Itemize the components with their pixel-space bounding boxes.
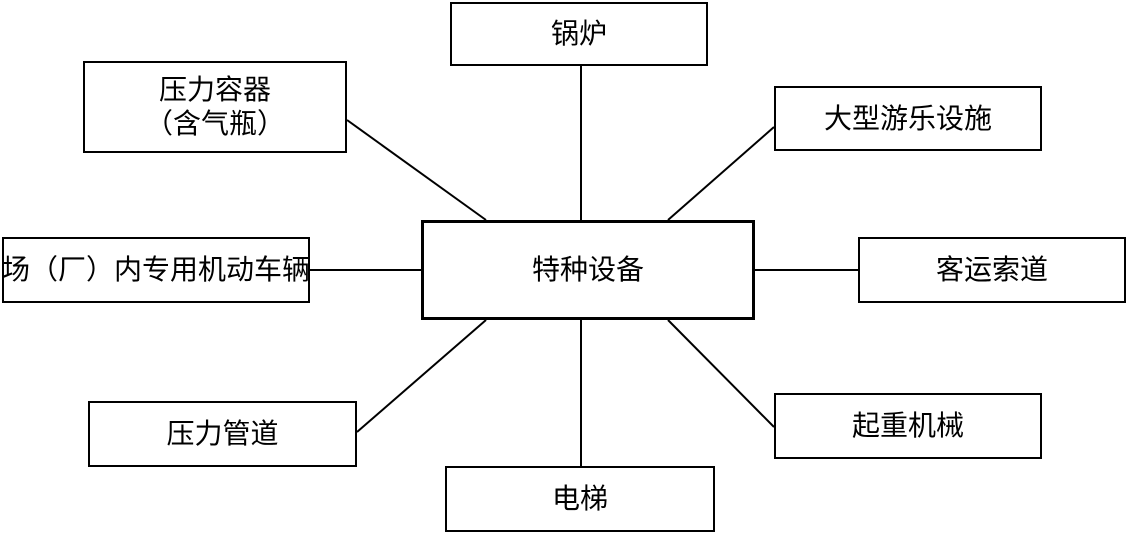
node-label: 起重机械: [851, 409, 964, 442]
center-node-label: 特种设备: [531, 253, 644, 286]
connector-tl: [346, 119, 487, 221]
node-in-plant-vehicles: 场（厂）内专用机动车辆: [2, 237, 310, 303]
node-amusement-facilities: 大型游乐设施: [774, 86, 1042, 151]
node-label-line-2: （含气瓶）: [144, 107, 285, 140]
node-label: 电梯: [551, 482, 608, 515]
node-passenger-ropeway: 客运索道: [858, 237, 1126, 303]
connector-br: [667, 319, 775, 428]
node-label: 场（厂）内专用机动车辆: [2, 253, 311, 286]
center-node-special-equipment: 特种设备: [421, 220, 755, 320]
node-lifting-machinery: 起重机械: [774, 393, 1042, 459]
node-pressure-pipeline: 压力管道: [88, 401, 357, 467]
node-pressure-vessel: 压力容器 （含气瓶）: [83, 61, 347, 153]
node-label: 压力管道: [166, 417, 279, 450]
node-label: 大型游乐设施: [823, 101, 992, 135]
node-label-line-1: 压力容器: [158, 73, 271, 106]
connector-bl: [356, 319, 487, 433]
node-elevator: 电梯: [445, 466, 715, 532]
connector-tr: [667, 126, 775, 221]
node-label: 锅炉: [550, 17, 607, 50]
node-boiler: 锅炉: [450, 2, 708, 66]
node-label: 客运索道: [935, 253, 1048, 286]
